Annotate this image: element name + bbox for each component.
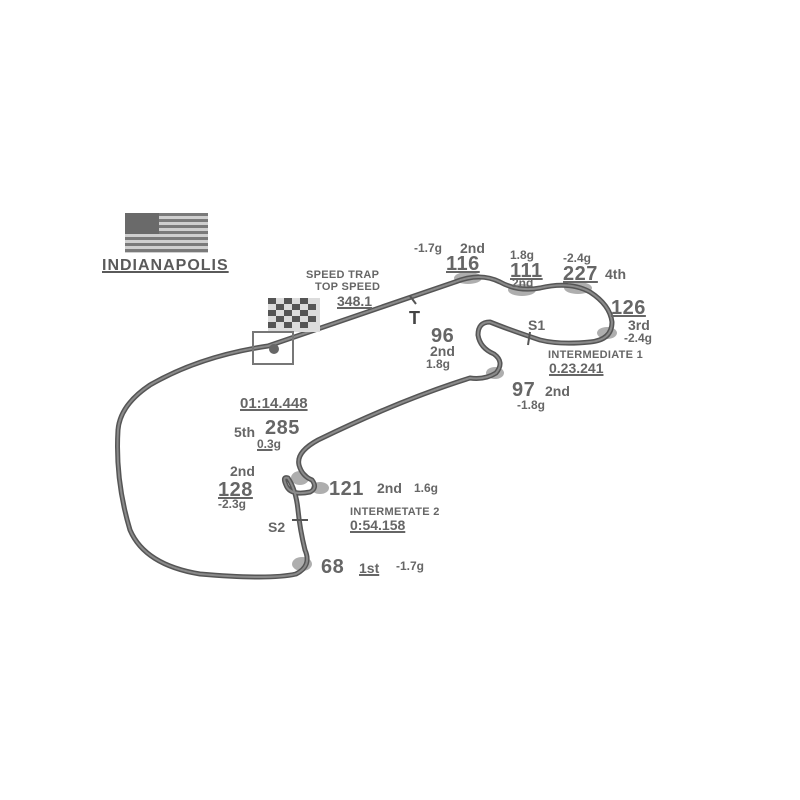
corner-111-speed: 111	[510, 260, 543, 282]
corner-227-g: -2.4g	[563, 251, 592, 265]
corner-zones	[291, 272, 617, 571]
intermediate-1-label: INTERMEDIATE 1	[548, 349, 644, 361]
speed-trap-marker	[409, 295, 417, 305]
lap-time: 01:14.448	[240, 395, 308, 412]
corner-68-speed: 68	[321, 556, 345, 578]
corner-68-g: -1.7g	[396, 559, 425, 573]
intermediate-2-time: 0:54.158	[350, 517, 406, 533]
corner-227-gear: 4th	[605, 266, 626, 282]
corner-121-gear: 2nd	[377, 480, 402, 496]
corner-96-speed: 96	[431, 325, 455, 347]
sector-s2: S2	[268, 519, 286, 535]
corner-128-gear: 2nd	[230, 463, 255, 479]
corner-126-speed: 126	[611, 297, 646, 319]
corner-96-g: 1.8g	[426, 357, 451, 371]
corner-126-g: -2.4g	[624, 331, 653, 345]
corner-97-speed: 97	[512, 379, 536, 401]
intermediate-1-time: 0.23.241	[549, 360, 604, 376]
speed-trap-t-marker: T	[409, 308, 420, 328]
corner-128-speed: 128	[218, 479, 253, 501]
corner-96-gear: 2nd	[430, 343, 455, 359]
corner-285-speed: 285	[265, 417, 300, 439]
corner-111-gear: 2nd	[512, 276, 534, 290]
corner-116-speed: 116	[446, 253, 480, 275]
top-speed-label: TOP SPEED	[315, 281, 381, 293]
circuit-name: INDIANAPOLIS	[102, 257, 229, 274]
corner-128-g: -2.3g	[218, 497, 247, 511]
corner-97-g: -1.8g	[517, 398, 546, 412]
corner-116-gear: 2nd	[460, 240, 485, 256]
corner-97-gear: 2nd	[545, 383, 570, 399]
us-flag-icon	[125, 213, 208, 253]
corner-121-g: 1.6g	[414, 481, 439, 495]
corner-285-gear: 5th	[234, 424, 255, 440]
corner-126-gear: 3rd	[628, 317, 650, 333]
checkered-flag-icon	[268, 298, 320, 332]
start-finish-marker	[252, 331, 294, 365]
corner-116-g: -1.7g	[414, 241, 443, 255]
top-speed-value: 348.1	[337, 293, 373, 309]
s1-marker	[527, 331, 531, 346]
corner-68-gear: 1st	[359, 560, 380, 576]
corner-121-speed: 121	[329, 478, 364, 500]
sector-s1: S1	[528, 317, 546, 333]
corner-111-g: 1.8g	[510, 248, 535, 262]
corner-227-speed: 227	[563, 263, 598, 285]
intermediate-2-label: INTERMETATE 2	[350, 506, 440, 518]
speed-trap-label: SPEED TRAP	[306, 269, 380, 281]
corner-285-g: 0.3g	[257, 437, 282, 451]
